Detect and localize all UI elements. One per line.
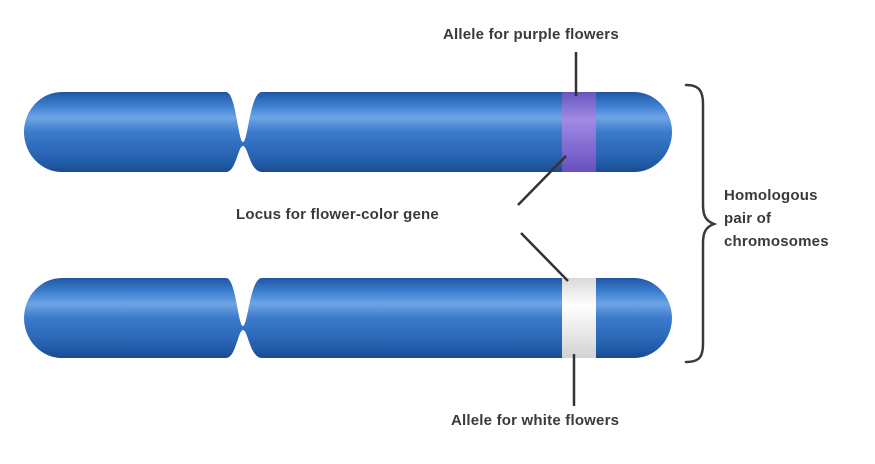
purple-allele-band: [562, 92, 596, 172]
homologous-brace: [686, 85, 714, 362]
homologous-label-line-3: chromosomes: [724, 230, 874, 253]
locus-label: Locus for flower-color gene: [236, 206, 439, 223]
homologous-label-line-2: pair of: [724, 207, 874, 230]
chromosome-top: [24, 92, 672, 172]
homologous-pair-label: Homologous pair of chromosomes: [724, 184, 874, 253]
homologous-label-line-1: Homologous: [724, 184, 874, 207]
chromosome-bottom: [24, 278, 672, 358]
white-allele-label: Allele for white flowers: [451, 412, 619, 429]
purple-allele-label: Allele for purple flowers: [443, 26, 619, 43]
locus-pointer-bottom: [521, 233, 568, 281]
white-allele-band: [562, 278, 596, 358]
